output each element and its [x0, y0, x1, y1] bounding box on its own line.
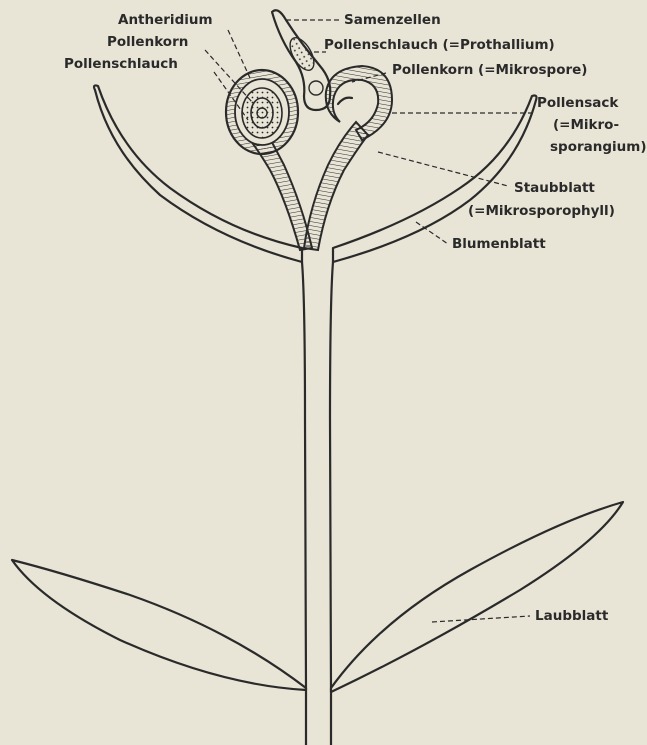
label-laubblatt: Laubblatt — [535, 608, 609, 624]
foliage-leaf-left — [12, 560, 306, 690]
stamen-left — [226, 70, 312, 250]
stamen-right — [304, 66, 392, 250]
label-blumenblatt: Blumenblatt — [452, 236, 546, 252]
label-pollensack-3: sporangium) — [550, 139, 647, 155]
label-pollenkorn-left: Pollenkorn — [107, 34, 188, 50]
foliage-leaf-right — [331, 502, 623, 692]
label-antheridium: Antheridium — [118, 12, 213, 28]
label-pollenkorn-right: Pollenkorn (=Mikrospore) — [392, 62, 587, 78]
label-staubblatt-2: (=Mikrosporophyll) — [468, 203, 615, 219]
label-pollensack-2: (=Mikro- — [553, 117, 619, 133]
pollen-grain-left — [242, 88, 282, 138]
label-samenzellen: Samenzellen — [344, 12, 441, 28]
label-pollenschlauch-left: Pollenschlauch — [64, 56, 178, 72]
label-staubblatt: Staubblatt — [514, 180, 595, 196]
stem — [302, 262, 333, 745]
label-pollenschlauch-right: Pollenschlauch (=Prothallium) — [324, 37, 555, 53]
label-pollensack: Pollensack — [537, 95, 619, 111]
